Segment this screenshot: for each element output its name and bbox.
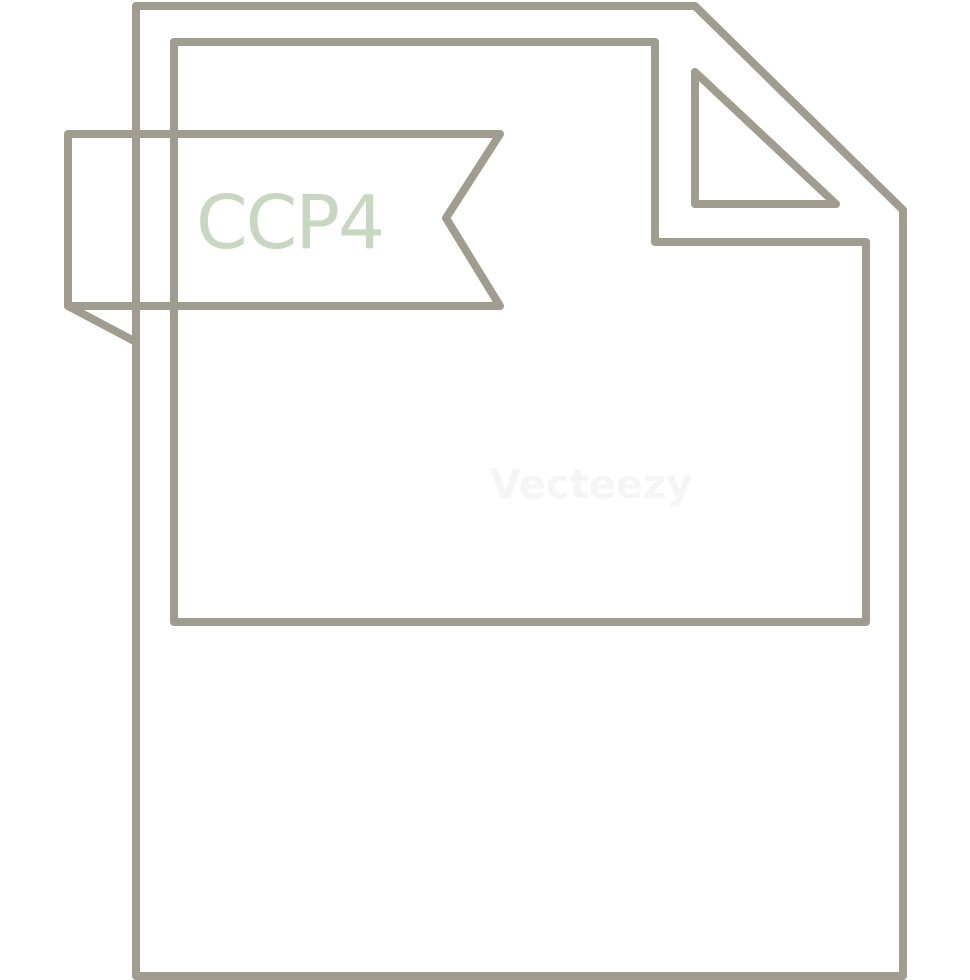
outer-sheet-outline: [132, 2, 907, 980]
inner-panel-outline: [170, 38, 870, 626]
ribbon-fold-outline: [64, 302, 140, 346]
ribbon-banner-outline: [64, 130, 504, 310]
folded-corner-outline: [691, 68, 840, 208]
file-format-label: CCP4: [196, 180, 385, 266]
